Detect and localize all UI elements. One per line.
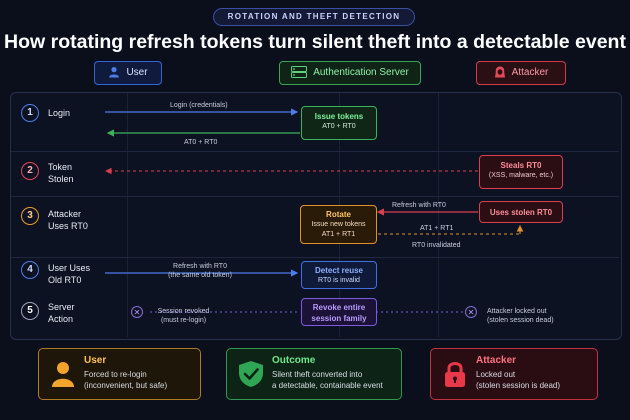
- step-label-login: Login: [48, 108, 71, 118]
- lane-user-label: User: [126, 67, 148, 78]
- step-number-5: 5: [21, 302, 39, 320]
- lane-header-user: User: [94, 61, 162, 85]
- step-number-4: 4: [21, 261, 39, 279]
- card-user-title: User: [84, 355, 107, 366]
- hacker-icon: [494, 66, 506, 78]
- label-attacker-locked-out: Attacker locked out(stolen session dead): [487, 308, 554, 324]
- lane-header-auth: Authentication Server: [279, 61, 421, 85]
- row-divider: [11, 257, 619, 258]
- attacker-outcome-card: Attacker Locked out(stolen session is de…: [430, 348, 598, 400]
- card-user-text: Forced to re-login(inconvenient, but saf…: [84, 370, 168, 390]
- lane-auth-label: Authentication Server: [313, 67, 409, 78]
- row-divider: [11, 196, 619, 197]
- step-number-1: 1: [21, 104, 39, 122]
- lane-attacker-label: Attacker: [511, 67, 549, 78]
- step-number-3: 3: [21, 207, 39, 225]
- label-login-credentials: Login (credentials): [170, 102, 228, 109]
- server-icon: [291, 66, 308, 79]
- section-badge: ROTATION AND THEFT DETECTION: [213, 8, 415, 26]
- revoked-x-icon: ✕: [131, 306, 143, 318]
- label-at0-rt0: AT0 + RT0: [184, 139, 218, 146]
- label-session-revoked: Session revoked(must re-login): [157, 308, 210, 324]
- lock-icon: [441, 360, 469, 388]
- shield-check-icon: [237, 360, 265, 388]
- label-refresh-rt0-user: Refresh with RT0(the same old token): [168, 263, 232, 279]
- lane-header-attacker: Attacker: [476, 61, 566, 85]
- row-divider: [11, 151, 619, 152]
- uses-stolen-rt0-box: Uses stolen RT0: [479, 201, 563, 223]
- lifeline-user: [127, 93, 128, 337]
- label-rt0-invalidated: RT0 invalidated: [412, 242, 461, 249]
- user-icon: [49, 360, 77, 388]
- lifeline-attacker: [438, 93, 439, 337]
- card-attacker-title: Attacker: [476, 355, 517, 366]
- label-refresh-rt0-attacker: Refresh with RT0: [392, 202, 446, 209]
- label-at1-rt1: AT1 + RT1: [420, 225, 454, 232]
- page-title: How rotating refresh tokens turn silent …: [4, 31, 626, 53]
- user-outcome-card: User Forced to re-login(inconvenient, bu…: [38, 348, 201, 400]
- locked-out-x-icon: ✕: [465, 306, 477, 318]
- user-icon: [108, 66, 120, 78]
- card-outcome-title: Outcome: [272, 355, 316, 366]
- card-attacker-text: Locked out(stolen session is dead): [476, 370, 561, 390]
- step-number-2: 2: [21, 162, 39, 180]
- steals-rt0-box: Steals RT0(XSS, malware, etc.): [479, 155, 563, 189]
